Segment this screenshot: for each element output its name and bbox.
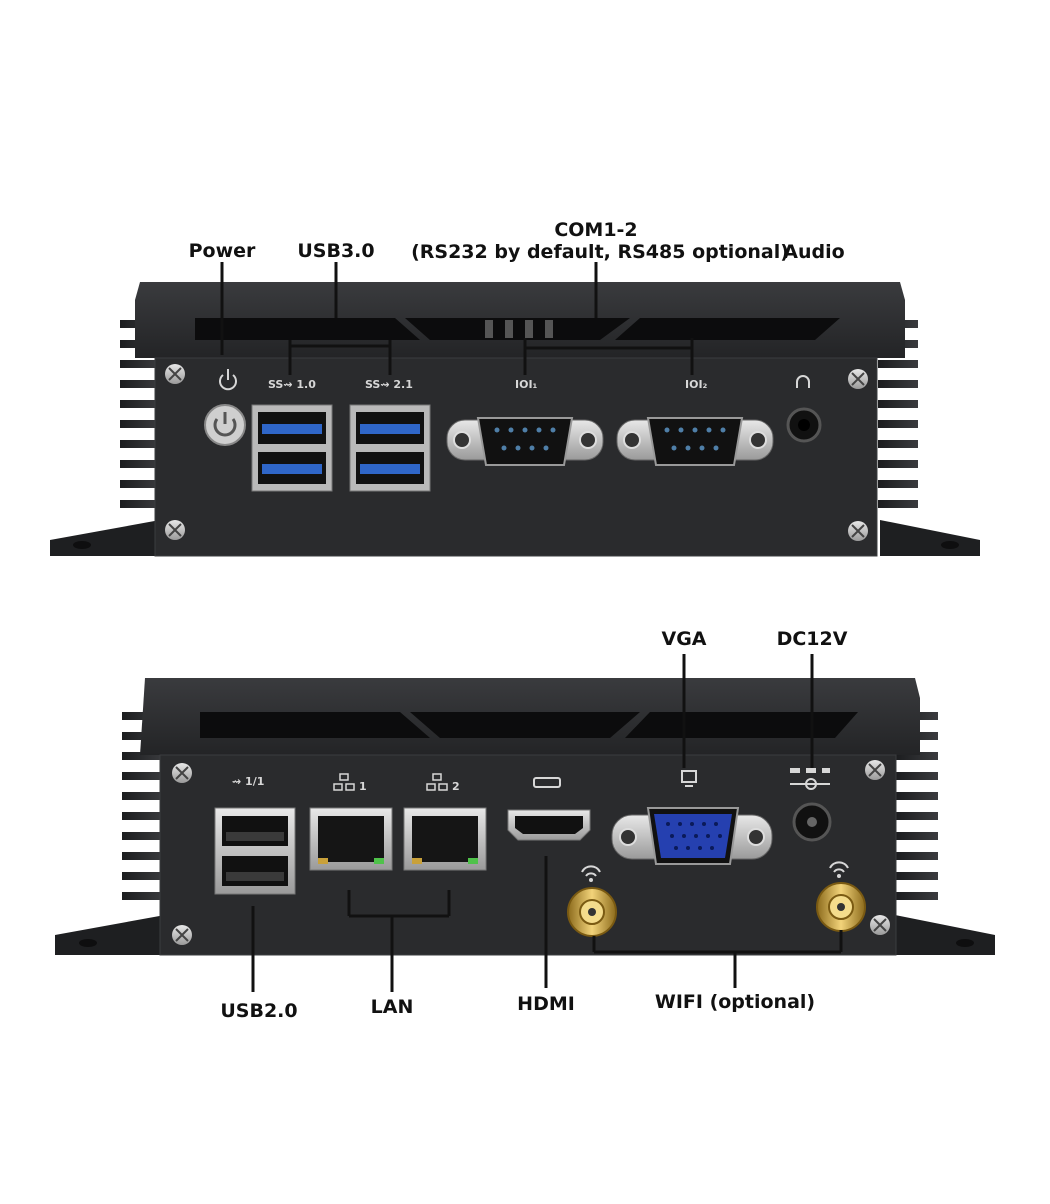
usb2-label: USB2.0 bbox=[220, 1000, 298, 1022]
wifi-icon bbox=[581, 861, 849, 882]
dc-power-jack[interactable] bbox=[792, 802, 832, 842]
callout-lines-front bbox=[220, 262, 694, 375]
wifi-label: WIFI (optional) bbox=[654, 991, 816, 1013]
screw-icon bbox=[172, 760, 890, 945]
com1-db9-port[interactable] bbox=[446, 417, 604, 466]
lan1-rj45-port[interactable] bbox=[309, 807, 393, 871]
vga-port[interactable] bbox=[611, 807, 773, 865]
lan1-silkscreen: 1 bbox=[359, 780, 367, 793]
usb3-port-group-2[interactable] bbox=[349, 404, 431, 492]
usb2-port-group[interactable] bbox=[214, 807, 296, 895]
screw-icon bbox=[165, 364, 868, 541]
mounting-foot-right bbox=[880, 520, 980, 556]
wifi-antenna-connector-2[interactable] bbox=[816, 882, 866, 932]
com1-silkscreen: IOI₁ bbox=[515, 378, 538, 391]
com2-db9-port[interactable] bbox=[616, 417, 774, 466]
network-icon bbox=[333, 773, 448, 791]
rear-unit: ⇝ 1/1 1 2 bbox=[55, 654, 995, 992]
hdmi-label: HDMI bbox=[517, 993, 575, 1015]
usb3-port-1-silkscreen: SS⇝ 1.0 bbox=[268, 378, 316, 391]
lan2-rj45-port[interactable] bbox=[403, 807, 487, 871]
dc12v-label: DC12V bbox=[776, 628, 848, 650]
power-button[interactable] bbox=[204, 404, 246, 446]
com2-silkscreen: IOI₂ bbox=[685, 378, 708, 391]
hdmi-port[interactable] bbox=[507, 809, 591, 841]
lan-label: LAN bbox=[370, 996, 414, 1018]
usb3-port-2-silkscreen: SS⇝ 2.1 bbox=[365, 378, 413, 391]
front-unit: SS⇝ 1.0 SS⇝ 2.1 IOI₁ IOI₂ bbox=[50, 262, 980, 557]
mounting-foot-left bbox=[50, 520, 160, 556]
usb2-silkscreen: ⇝ 1/1 bbox=[232, 775, 264, 788]
audio-label: Audio bbox=[783, 241, 845, 263]
headphone-icon bbox=[796, 375, 810, 388]
hdmi-icon bbox=[533, 777, 561, 788]
power-label: Power bbox=[188, 240, 256, 262]
callout-lines-rear bbox=[251, 654, 843, 992]
audio-jack[interactable] bbox=[786, 407, 822, 443]
mounting-foot-left bbox=[55, 915, 165, 955]
mounting-foot-right bbox=[895, 915, 995, 955]
wifi-antenna-connector-1[interactable] bbox=[567, 887, 617, 937]
com-label-subtitle: (RS232 by default, RS485 optional) bbox=[411, 241, 789, 263]
usb3-label: USB3.0 bbox=[297, 240, 375, 262]
vga-label: VGA bbox=[661, 628, 707, 650]
power-symbol-icon bbox=[219, 369, 237, 391]
com-label-title: COM1-2 bbox=[554, 219, 638, 241]
lan2-silkscreen: 2 bbox=[452, 780, 460, 793]
dc-power-icon bbox=[790, 768, 830, 790]
monitor-icon bbox=[681, 770, 697, 787]
usb3-port-group-1[interactable] bbox=[251, 404, 333, 492]
